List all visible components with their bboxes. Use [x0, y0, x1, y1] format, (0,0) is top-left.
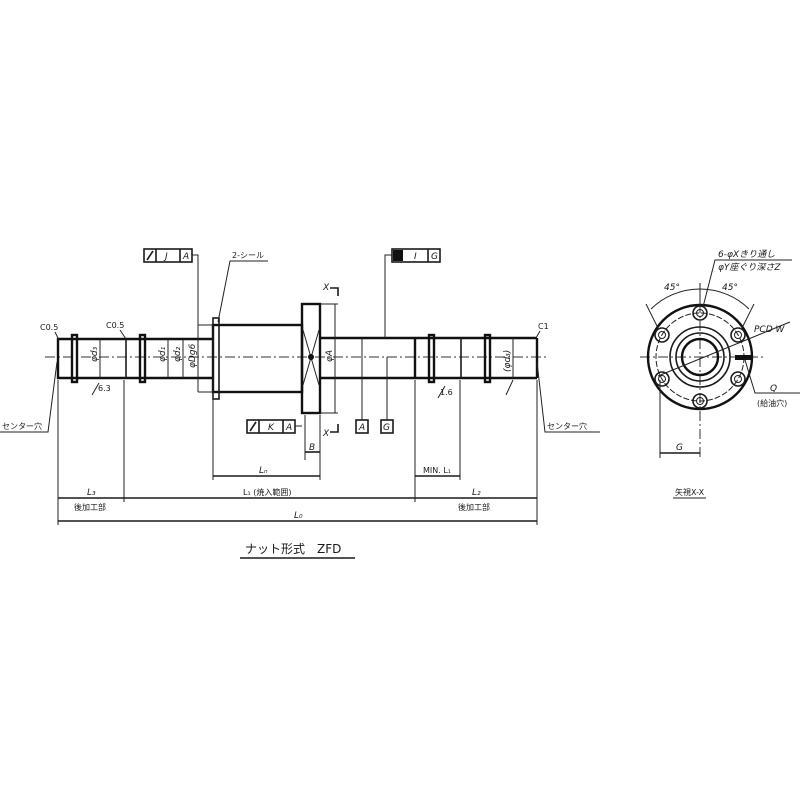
datum-a: A [358, 423, 365, 433]
dim-B: B [309, 443, 315, 453]
tolerance-frame-k: K A [246, 419, 302, 434]
dim-L3: L₃ [87, 488, 96, 498]
center-hole-right-label: センター穴 [547, 421, 587, 431]
dimension-lines [58, 451, 537, 522]
dim-L2: L₂ [472, 488, 481, 498]
center-hole-left-label: センター穴 [2, 421, 42, 431]
section-view-x-x: 45° 45° 6-φXきり通し φY座ぐり深さZ PCD W Q (給油穴) … [640, 249, 800, 499]
post-machining-right: 後加工部 [458, 502, 490, 512]
tolerance-frame-i: I G [384, 248, 441, 338]
chamfer-right-label: C1 [538, 322, 549, 331]
right-shaft [320, 333, 539, 384]
nut-body [211, 302, 322, 415]
dia-A-label: φA [325, 350, 335, 362]
dim-Ln: Lₙ [259, 466, 268, 476]
section-view-label: 矢視X-X [675, 487, 705, 497]
chamfer-step-label: C0.5 [106, 321, 124, 330]
dia-D-label: φDg6 [188, 343, 198, 368]
drawing-title: ナット形式 ZFD [245, 542, 341, 556]
svg-text:I: I [414, 252, 417, 262]
svg-text:A: A [285, 423, 292, 433]
svg-text:K: K [268, 423, 275, 433]
svg-text:φY座ぐり深さZ: φY座ぐり深さZ [718, 262, 781, 273]
datum-a-box [355, 419, 369, 434]
dim-L0: L₀ [294, 511, 303, 521]
dia-d1-label: φd₁ [158, 346, 168, 362]
chamfer-left-label: C0.5 [40, 323, 58, 332]
svg-text:6-φXきり通し: 6-φXきり通し [718, 249, 775, 260]
svg-text:G: G [431, 252, 438, 262]
svg-text:45°: 45° [722, 283, 738, 293]
seal-label: 2-シール [232, 251, 264, 260]
dim-L1: L₁ (焼入範囲) [243, 487, 291, 497]
svg-text:(給油穴): (給油穴) [757, 398, 787, 408]
svg-text:J: J [163, 252, 168, 262]
section-mark-bottom: X [322, 429, 330, 439]
roughness-left: 6.3 [98, 384, 111, 393]
extension-lines [57, 380, 538, 525]
dia-d3-right-label: (φd₃) [503, 350, 513, 372]
bolt-holes [654, 305, 746, 409]
section-mark-top: X [322, 283, 330, 293]
post-machining-left: 後加工部 [74, 502, 106, 512]
datum-g-box [380, 419, 394, 434]
roughness-right: 1.6 [440, 388, 453, 397]
svg-text:Q: Q [770, 384, 777, 394]
tolerance-frame-j: J A [143, 248, 199, 325]
diameter-dimensions [99, 303, 514, 420]
dia-d2-label: φd₂ [173, 346, 183, 362]
svg-text:G: G [676, 443, 683, 453]
svg-text:45°: 45° [664, 283, 680, 293]
dia-d3-label: φd₃ [90, 346, 100, 362]
datum-g: G [383, 423, 390, 433]
svg-text:A: A [182, 252, 189, 262]
dim-min-L1: MIN. L₁ [423, 466, 451, 475]
